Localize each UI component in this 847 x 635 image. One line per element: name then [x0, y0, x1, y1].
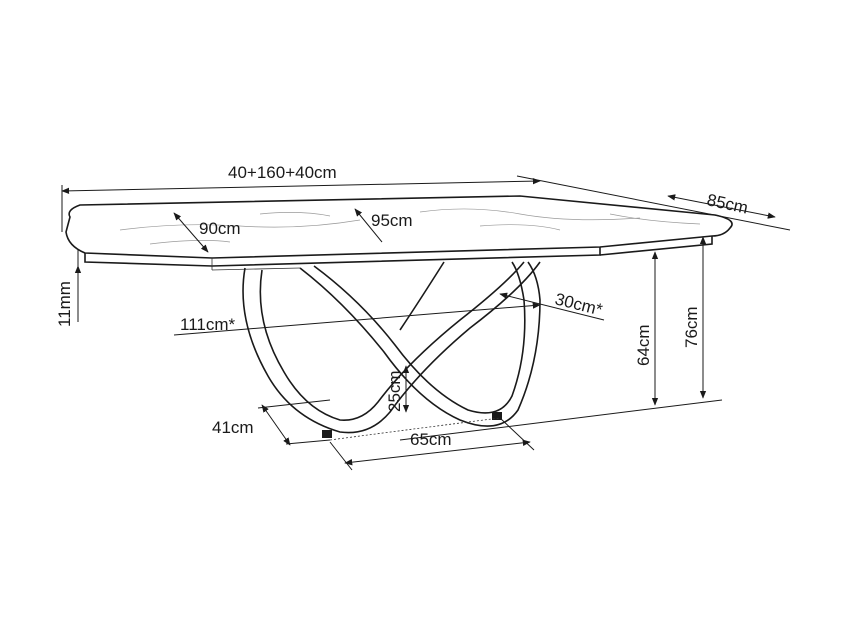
label-middle-width: 95cm — [371, 211, 413, 230]
label-clearance: 25cm — [385, 370, 404, 412]
label-inner-depth: 30cm* — [553, 289, 605, 319]
label-base-height: 64cm — [634, 324, 653, 366]
label-depth: 85cm — [705, 190, 750, 217]
label-base-width: 41cm — [212, 418, 254, 437]
table-base — [242, 261, 541, 441]
label-top-thickness: 11mm — [55, 281, 74, 327]
dimension-lines — [61, 175, 791, 471]
label-table-height: 76cm — [682, 306, 701, 348]
label-base-length: 65cm — [410, 430, 452, 449]
label-total-length: 40+160+40cm — [228, 163, 337, 182]
label-extension-depth: 90cm — [199, 219, 241, 238]
label-inner-length: 111cm* — [180, 315, 236, 334]
table-top — [65, 195, 733, 271]
